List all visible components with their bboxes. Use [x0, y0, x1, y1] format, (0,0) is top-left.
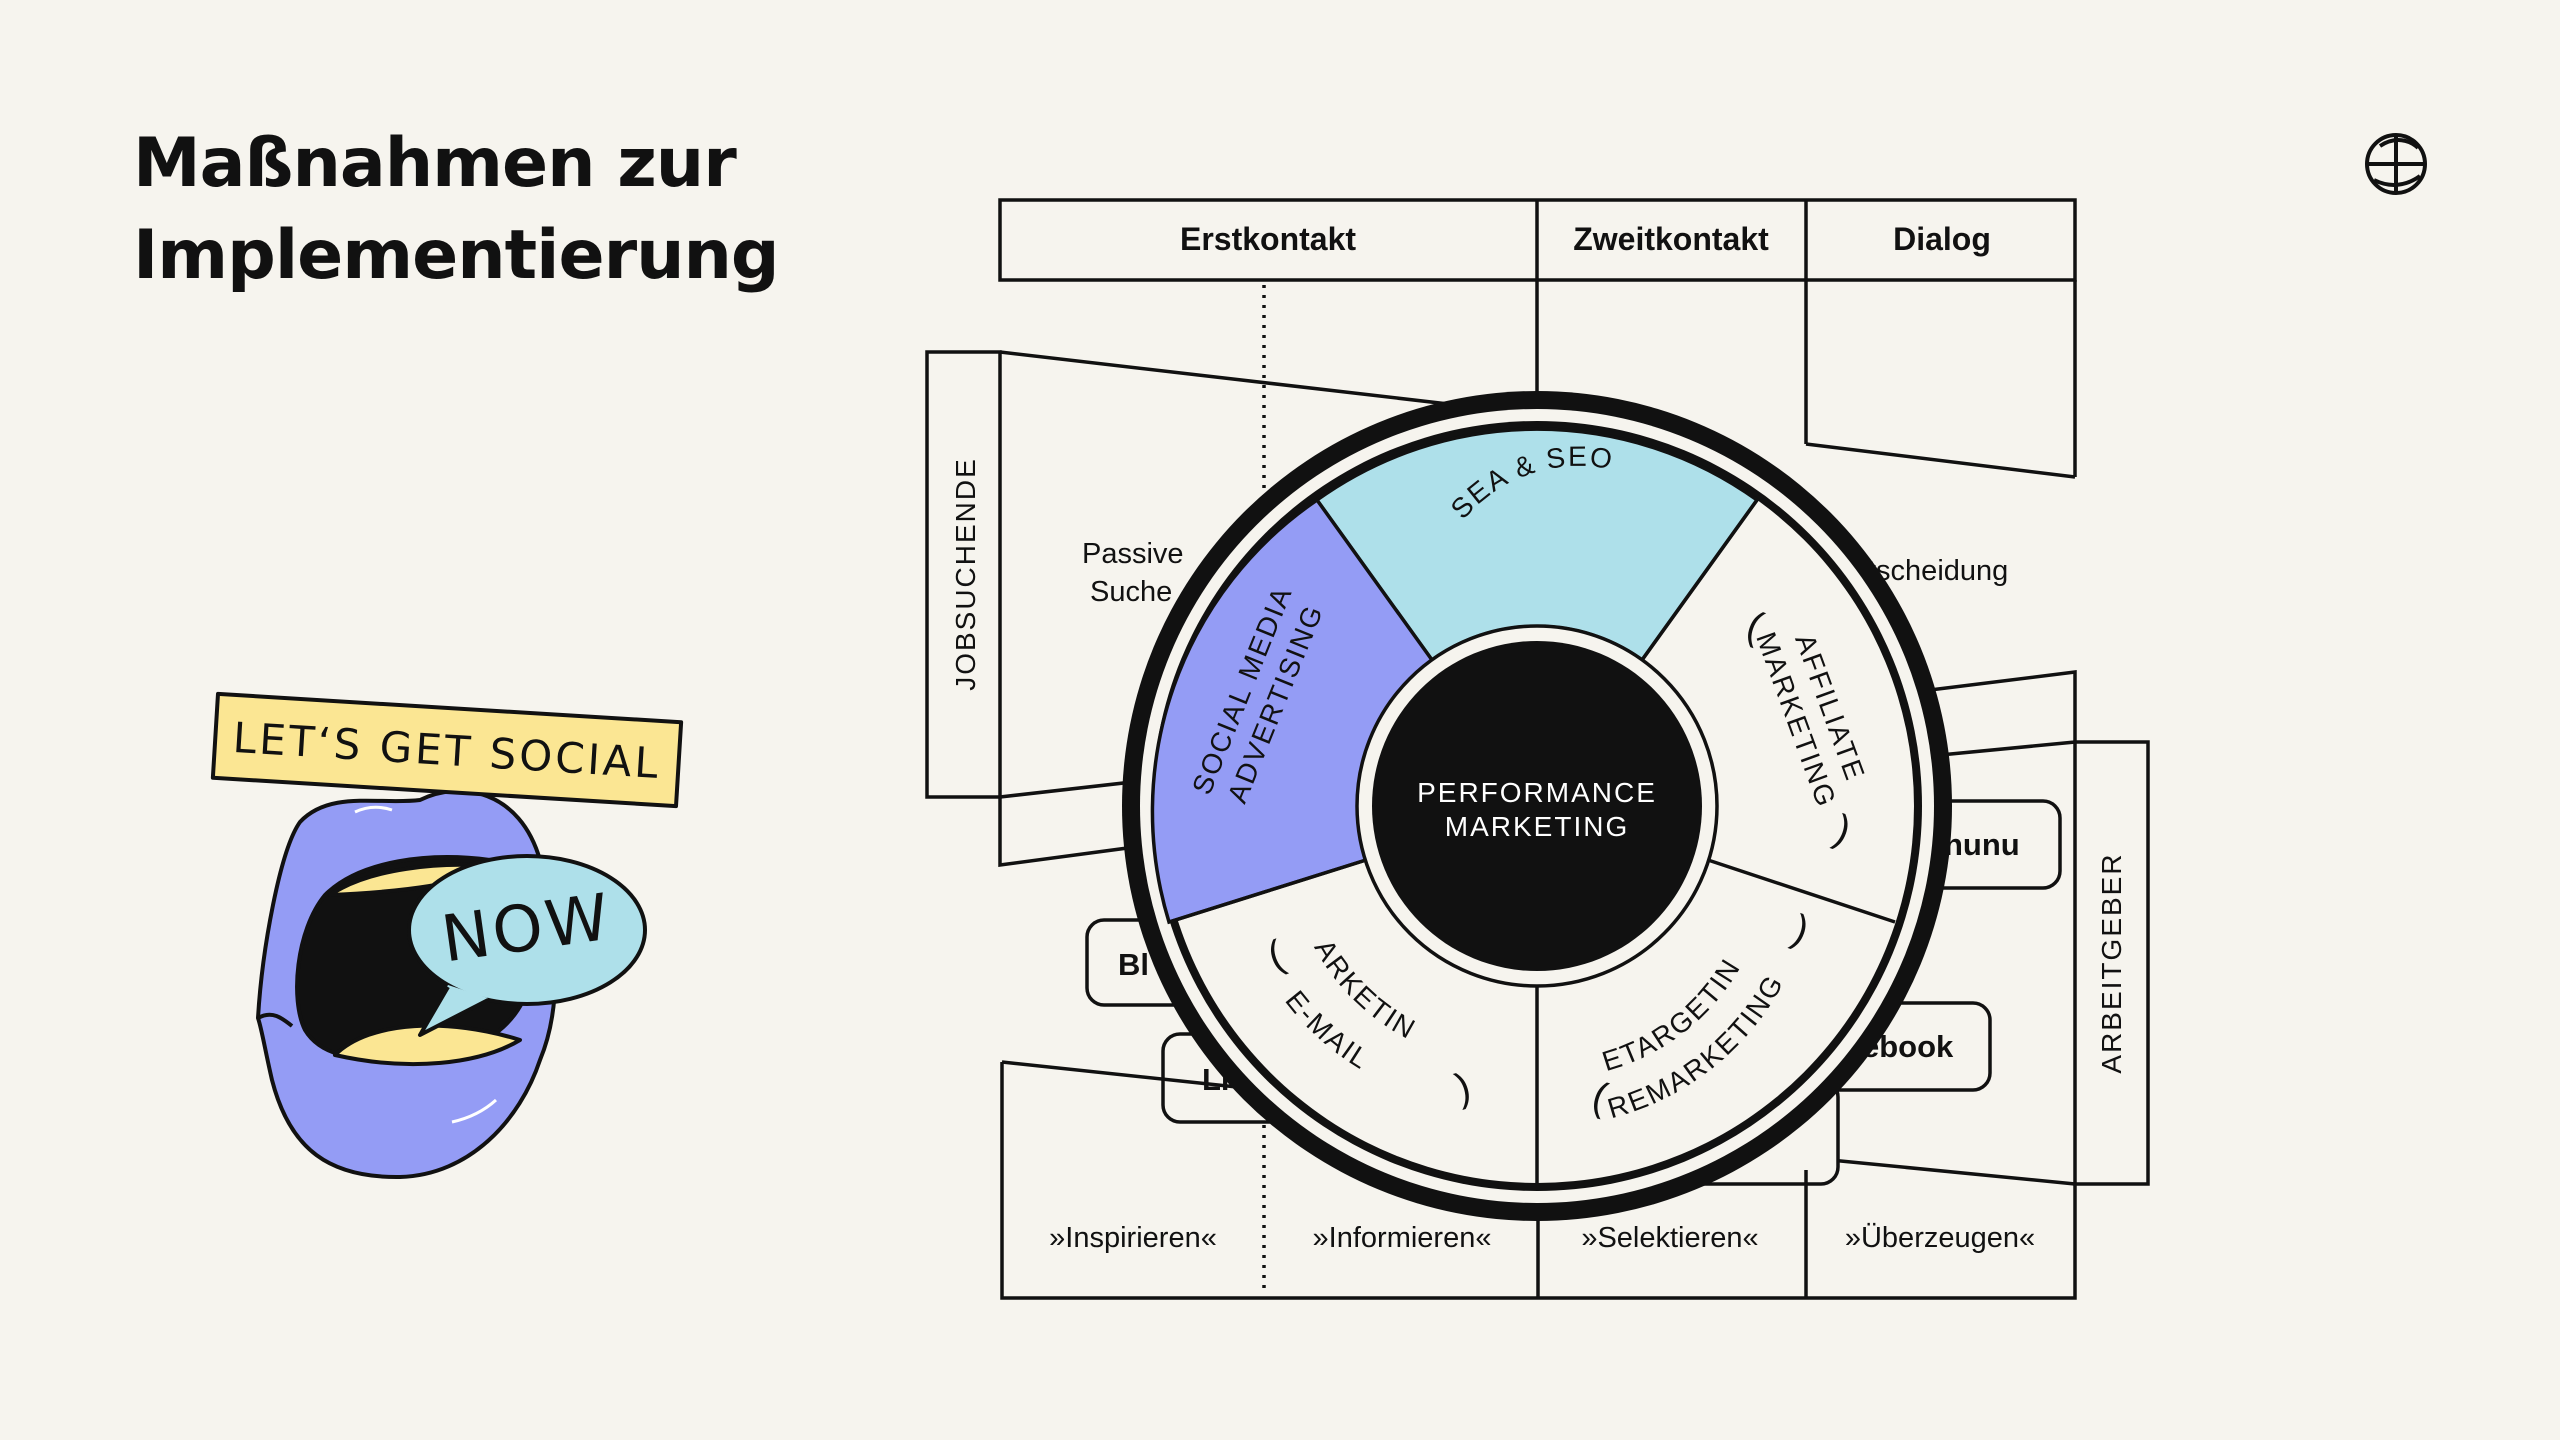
page-title: Maßnahmen zur Implementierung — [133, 118, 780, 302]
stage-passive: Passive — [1082, 538, 1184, 570]
side-label-jobsuchende: JOBSUCHENDE — [950, 457, 981, 691]
side-label-arbeitgeber: ARBEITGEBER — [2096, 852, 2127, 1073]
phase-table-top — [998, 198, 2077, 479]
performance-wheel — [1122, 391, 1952, 1221]
column-header-zweitkontakt: Zweitkontakt — [1573, 221, 1769, 257]
title-line-1: Maßnahmen zur — [133, 124, 737, 203]
stage-entscheidung: tscheidung — [1868, 555, 2008, 587]
wheel-center-line1: PERFORMANCE — [1417, 777, 1657, 808]
lips-sticker — [210, 691, 684, 1180]
lip-highlight-2 — [451, 1098, 498, 1124]
now-speech-bubble — [407, 854, 647, 1037]
column-header-dialog: Dialog — [1893, 221, 1991, 257]
lower-teeth — [333, 1023, 522, 1067]
column-header-erstkontakt: Erstkontakt — [1180, 221, 1356, 257]
phase-ueberzeugen: »Überzeugen« — [1845, 1222, 2035, 1254]
wheel-center-line2: MARKETING — [1445, 811, 1629, 842]
lets-get-social-banner — [210, 691, 684, 809]
phase-inspirieren: »Inspirieren« — [1049, 1222, 1217, 1254]
left-funnel — [925, 350, 1501, 867]
right-funnel — [1809, 670, 2150, 1186]
globe-logo-icon — [2365, 133, 2427, 195]
lip-highlight-1 — [354, 805, 393, 814]
channel-label-bl: Bl — [1118, 947, 1149, 982]
title-line-2: Implementierung — [133, 216, 780, 295]
stage-suche: Suche — [1090, 576, 1172, 608]
phase-selektieren: »Selektieren« — [1581, 1222, 1758, 1254]
channel-label-kununu: hunu — [1944, 827, 2020, 862]
phase-informieren: »Informieren« — [1313, 1222, 1492, 1254]
lip-line — [257, 1012, 294, 1028]
table-labels: Erstkontakt Zweitkontakt Dialog JOBSUCHE… — [950, 221, 2127, 1254]
